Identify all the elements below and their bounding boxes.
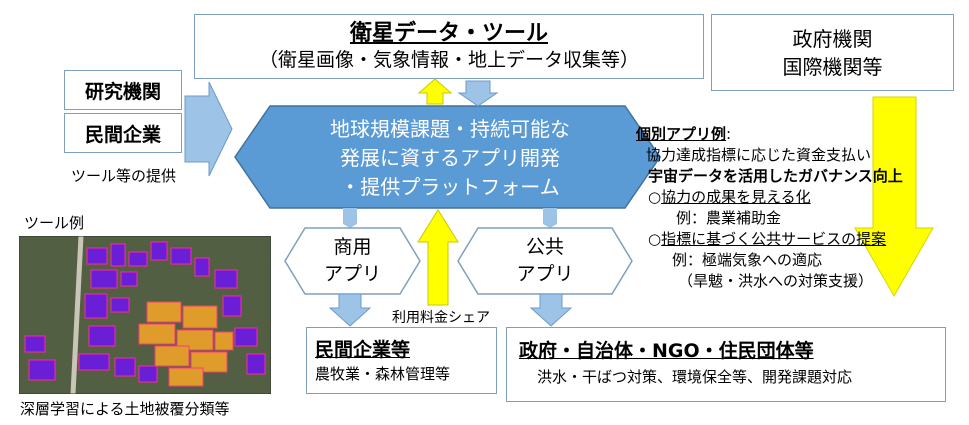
- public-users-box: 政府・自治体・NGO・住民団体等 洪水・干ばつ対策、環境保全等、開発課題対応: [506, 327, 946, 402]
- app-example-item1-bullet: ○: [648, 188, 662, 206]
- tool-provision-label: ツール等の提供: [71, 167, 177, 185]
- private-users-title: 民間企業等: [315, 339, 411, 361]
- public-app-line2: アプリ: [516, 263, 574, 285]
- land-cover-map-image: [19, 236, 271, 394]
- up-arrow-to-satellite: [417, 78, 453, 105]
- fee-share-arrow: [417, 209, 459, 306]
- hub-line3: ・提供プラットフォーム: [340, 174, 560, 199]
- hub-to-public-arrow: [543, 208, 557, 228]
- app-example-item2: 指標に基づく公共サービスの提案: [661, 230, 887, 248]
- provision-arrow: [184, 81, 233, 177]
- public-app-shape: [457, 227, 633, 295]
- public-users-title: 政府・自治体・NGO・住民団体等: [519, 340, 814, 362]
- commercial-app-label: 商用 アプリ: [290, 230, 415, 292]
- app-example-line1: 協力達成指標に応じた資金支払い: [646, 146, 872, 164]
- down-arrow-to-hub: [457, 80, 499, 107]
- fee-share-label: 利用料金シェア: [392, 310, 490, 326]
- public-users-subtitle: 洪水・干ばつ対策、環境保全等、開発課題対応: [537, 368, 853, 386]
- app-examples-block: 個別アプリ例: 協力達成指標に応じた資金支払い 宇宙データを活用したガバナンス向…: [636, 124, 961, 292]
- app-example-item2-sub1: 例：極端気象への適応: [672, 251, 823, 269]
- research-institute-box: 研究機関: [64, 70, 182, 110]
- commercial-app-line1: 商用: [333, 236, 372, 258]
- image-caption: 深層学習による土地被覆分類等: [20, 400, 230, 418]
- public-app-line1: 公共: [525, 236, 564, 258]
- app-examples-header-row: 個別アプリ例:: [636, 124, 961, 145]
- app-example-item1-row: ○協力の成果を見える化: [636, 187, 961, 208]
- app-example-item2-bullet: ○: [648, 230, 662, 248]
- hub-hexagon: [234, 105, 661, 209]
- app-example-item2-sub2: （旱魃・洪水への対策支援）: [678, 272, 874, 290]
- hub-line2: 発展に資するアプリ開発: [340, 145, 560, 170]
- private-users-subtitle: 農牧業・森林管理等: [315, 365, 451, 383]
- private-users-box: 民間企業等 農牧業・森林管理等: [306, 327, 497, 394]
- tool-example-label: ツール例: [24, 214, 85, 232]
- commercial-app-shape: [284, 227, 421, 295]
- down-arrow-to-public: [529, 293, 573, 327]
- gov-intl-line2: 国際機関等: [782, 54, 883, 79]
- app-example-line2: 宇宙データを活用したガバナンス向上: [648, 167, 903, 185]
- hub-line1: 地球規模課題・持続可能な: [330, 116, 570, 141]
- hub-text: 地球規模課題・持続可能な 発展に資するアプリ開発 ・提供プラットフォーム: [240, 110, 660, 206]
- app-examples-header: 個別アプリ例: [636, 125, 727, 143]
- satellite-data-title: 衛星データ・ツール: [349, 20, 548, 46]
- app-example-item2-row: ○指標に基づく公共サービスの提案: [636, 229, 961, 250]
- app-example-item1: 協力の成果を見える化: [661, 188, 811, 206]
- gov-intl-box: 政府機関 国際機関等: [711, 14, 954, 91]
- hub-to-commercial-arrow: [343, 208, 357, 228]
- private-company-label: 民間企業: [84, 123, 161, 146]
- app-example-item1-sub: 例：農業補助金: [676, 209, 782, 227]
- down-arrow-to-private: [328, 293, 372, 327]
- private-company-box: 民間企業: [64, 113, 182, 153]
- commercial-app-line2: アプリ: [323, 263, 381, 285]
- research-institute-label: 研究機関: [84, 80, 161, 103]
- gov-intl-line1: 政府機関: [792, 26, 873, 51]
- public-app-label: 公共 アプリ: [465, 230, 625, 292]
- satellite-data-subtitle: （衛星画像・気象情報・地上データ収集等）: [258, 48, 639, 71]
- satellite-data-box: 衛星データ・ツール （衛星画像・気象情報・地上データ収集等）: [194, 14, 704, 79]
- governance-arrow: [854, 96, 934, 298]
- app-examples-colon: :: [726, 125, 732, 143]
